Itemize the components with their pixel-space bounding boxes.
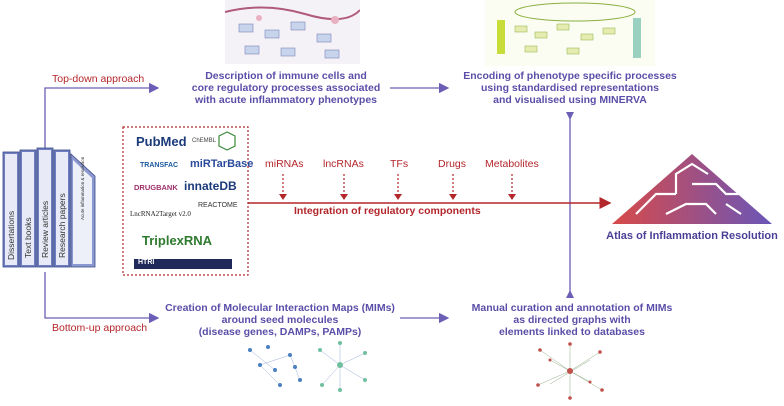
- lncrna2target-logo: LncRNA2Target v2.0: [130, 210, 191, 218]
- chembl-logo: ChEMBL: [192, 138, 217, 144]
- bottom-up-arrow: [44, 272, 160, 324]
- curation-step: Manual curation and annotation of MIMs a…: [471, 302, 673, 338]
- mirtarbase-logo: miRTarBase: [190, 158, 254, 170]
- book-stack-illustration: Dissertations Text books Review articles…: [2, 147, 96, 268]
- transfac-logo: TRANSFAC: [140, 162, 179, 169]
- innatedb-logo: innateDB: [184, 179, 237, 193]
- book-text-books: Text books: [23, 217, 33, 258]
- book-acute-inflammation: Acute inflammation & resolution: [80, 156, 85, 220]
- description-step: Description of immune cells and core reg…: [191, 70, 381, 106]
- pubmed-logo: PubMed: [136, 134, 187, 149]
- creation-step: Creation of Molecular Interaction Maps (…: [165, 302, 395, 338]
- top-down-label: Top-down approach: [52, 73, 145, 85]
- book-review-articles: Review articles: [40, 201, 50, 258]
- component-metabolites: Metabolites: [485, 158, 539, 170]
- component-tfs: TFs: [390, 158, 409, 170]
- drugbank-logo: DRUGBANK: [134, 183, 178, 192]
- bottom-up-label: Bottom-up approach: [52, 322, 148, 334]
- htri-logo: HTRI: [134, 259, 232, 269]
- triplexrna-logo: TriplexRNA: [142, 233, 213, 248]
- atlas-logo-icon: [612, 154, 772, 224]
- component-mirnas: miRNAs: [265, 158, 304, 170]
- encoding-step: Encoding of phenotype specific processes…: [463, 70, 677, 106]
- top-down-arrow: [44, 82, 160, 150]
- component-drugs: Drugs: [438, 158, 467, 170]
- book-dissertations: Dissertations: [6, 211, 16, 260]
- chembl-hexagon-icon: [218, 131, 236, 151]
- minerva-map-image: [485, 0, 655, 66]
- immune-cell-pathway-image: [225, 0, 360, 64]
- component-lncrnas: lncRNAs: [323, 158, 364, 170]
- database-box: [122, 126, 249, 276]
- book-research-papers: Research papers: [57, 193, 67, 258]
- seed-molecule-networks-image: [248, 341, 367, 392]
- reactome-logo: REACTOME: [198, 202, 238, 209]
- integration-label: Integration of regulatory components: [294, 205, 481, 217]
- curated-network-image: [536, 342, 604, 400]
- atlas-label: Atlas of Inflammation Resolution: [606, 230, 778, 242]
